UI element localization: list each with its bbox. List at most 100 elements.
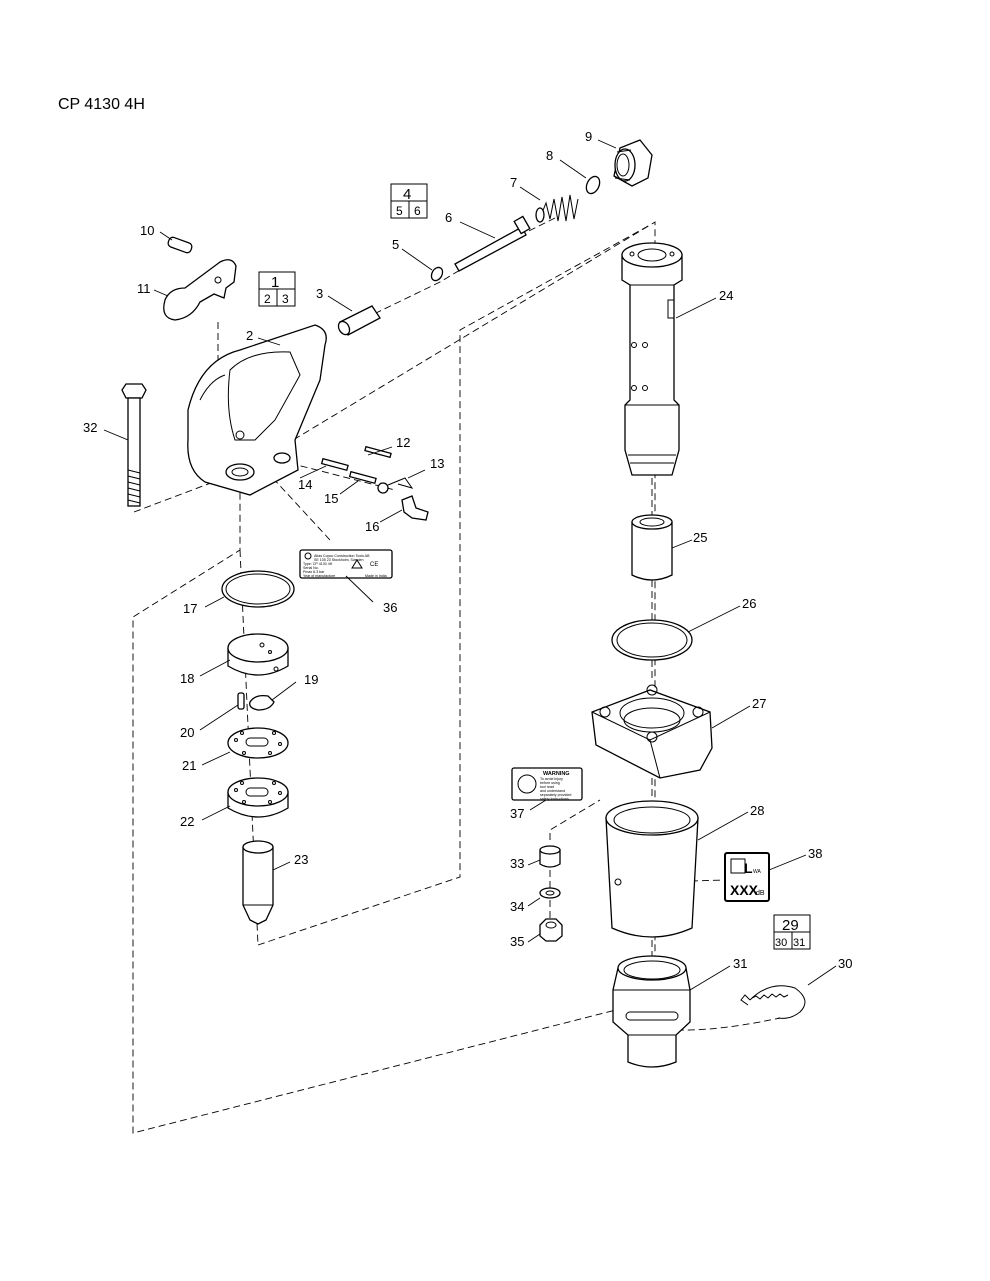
part-13-spring-clip <box>377 477 414 494</box>
kit-sub-number: 6 <box>414 204 421 218</box>
part-26-ring <box>611 619 693 661</box>
callout-label: 21 <box>182 758 196 773</box>
warning-line: tool read <box>540 785 554 789</box>
warning-line: before using <box>540 781 560 785</box>
noise-label-unit: dB <box>756 890 765 897</box>
part-37-warning-label: WARNING To avoid injury before using too… <box>511 767 583 801</box>
part-10-pin <box>167 236 193 254</box>
callout-label: 13 <box>430 456 444 471</box>
ce-mark: CE <box>370 562 378 568</box>
kit-sub-number: 3 <box>282 292 289 306</box>
callout-label: 11 <box>137 281 151 296</box>
part-38-noise-label: L WA XXX dB <box>724 852 770 902</box>
callout-label: 33 <box>510 856 524 871</box>
kit-sub-number: 30 <box>775 937 787 949</box>
callout-label: 14 <box>298 477 312 492</box>
part-11-lever <box>163 259 237 321</box>
part-14-pin <box>320 457 349 472</box>
callout-label: 2 <box>246 328 253 343</box>
kit-number: 29 <box>782 917 799 934</box>
noise-label-value: XXX <box>730 882 759 898</box>
part-20-pin <box>237 692 245 710</box>
callout-label: 31 <box>733 956 747 971</box>
part-5-o-ring <box>430 266 444 282</box>
callout-label: 26 <box>742 596 756 611</box>
kit-sub-number: 5 <box>396 204 403 218</box>
part-7-spring <box>535 194 579 223</box>
part-33-rubber-buffer <box>539 845 561 868</box>
callout-label: 17 <box>183 601 197 616</box>
part-2-handle <box>187 324 327 496</box>
type-plate-line: Serial No. <box>303 566 319 570</box>
callout-label: 16 <box>365 519 379 534</box>
part-27-flange <box>591 684 713 779</box>
warning-line: safety instructions. <box>540 797 570 801</box>
part-15-pin <box>348 470 377 485</box>
part-25-bushing <box>631 514 673 581</box>
callout-label: 22 <box>180 814 194 829</box>
callout-label: 30 <box>838 956 852 971</box>
type-plate-line: Made in India <box>365 574 387 578</box>
part-8-o-ring <box>585 175 601 195</box>
callout-label: 28 <box>750 803 764 818</box>
callout-label: 27 <box>752 696 766 711</box>
part-23-piston <box>242 840 274 925</box>
callout-label: 38 <box>808 846 822 861</box>
callout-label: 6 <box>445 210 452 225</box>
kit-box-4: 4 5 6 <box>390 183 428 219</box>
callout-label: 36 <box>383 600 397 615</box>
part-31-chuck <box>612 955 691 1068</box>
kit-box-29: 29 30 31 <box>773 914 811 950</box>
callout-label: 23 <box>294 852 308 867</box>
callout-label: 32 <box>83 420 97 435</box>
part-22-cylinder-plate <box>227 777 289 818</box>
callout-label: 34 <box>510 899 524 914</box>
part-24-cylinder <box>621 242 683 476</box>
type-plate-line: SE 105 23 Stockholm, Sweden <box>314 558 364 562</box>
kit-sub-number: 31 <box>793 937 805 949</box>
kit-number: 1 <box>271 274 279 291</box>
callout-label: 37 <box>510 806 524 821</box>
callout-label: 20 <box>180 725 194 740</box>
part-32-bolt <box>121 383 147 507</box>
noise-label-sub: WA <box>753 869 762 875</box>
kit-number: 4 <box>403 186 411 203</box>
warning-line: separately provided <box>540 793 571 797</box>
page-title: CP 4130 4H <box>58 96 145 113</box>
kit-sub-number: 2 <box>264 292 271 306</box>
callout-label: 35 <box>510 934 524 949</box>
noise-label-brand: L <box>744 860 753 876</box>
part-35-nut <box>539 918 563 942</box>
callout-label: 8 <box>546 148 553 163</box>
callout-label: 5 <box>392 237 399 252</box>
callout-label: 7 <box>510 175 517 190</box>
part-16-catch <box>401 495 429 521</box>
part-21-plate <box>227 727 289 759</box>
callout-label: 12 <box>396 435 410 450</box>
part-28-buffer-housing <box>605 800 699 938</box>
callout-label: 25 <box>693 530 707 545</box>
part-3-sleeve <box>337 305 381 336</box>
warning-line: and understand <box>540 789 565 793</box>
kit-box-1: 1 2 3 <box>258 271 296 307</box>
type-plate-line: Year of manufacture <box>303 574 335 578</box>
part-9-plug <box>613 139 653 187</box>
callout-label: 15 <box>324 491 338 506</box>
warning-line: To avoid injury <box>540 777 563 781</box>
part-30-spring-ring <box>740 985 806 1019</box>
callout-label: 24 <box>719 288 733 303</box>
callout-label: 3 <box>316 286 323 301</box>
part-6-valve-pin <box>454 215 531 272</box>
type-plate-line: Atlas Copco Construction Tools AB <box>314 554 370 558</box>
part-17-o-ring <box>221 570 295 608</box>
callout-labels: 2 3 5 6 7 8 9 10 11 12 13 14 15 16 17 18… <box>83 129 852 971</box>
type-plate-line: Type: CP 4130 4H <box>303 562 333 566</box>
warning-heading: WARNING <box>543 771 570 777</box>
part-19-valve <box>249 694 275 711</box>
callout-label: 18 <box>180 671 194 686</box>
leader-lines <box>103 139 837 991</box>
type-plate-line: Pmax 6.3 bar <box>303 570 325 574</box>
callout-label: 9 <box>585 129 592 144</box>
callout-label: 19 <box>304 672 318 687</box>
